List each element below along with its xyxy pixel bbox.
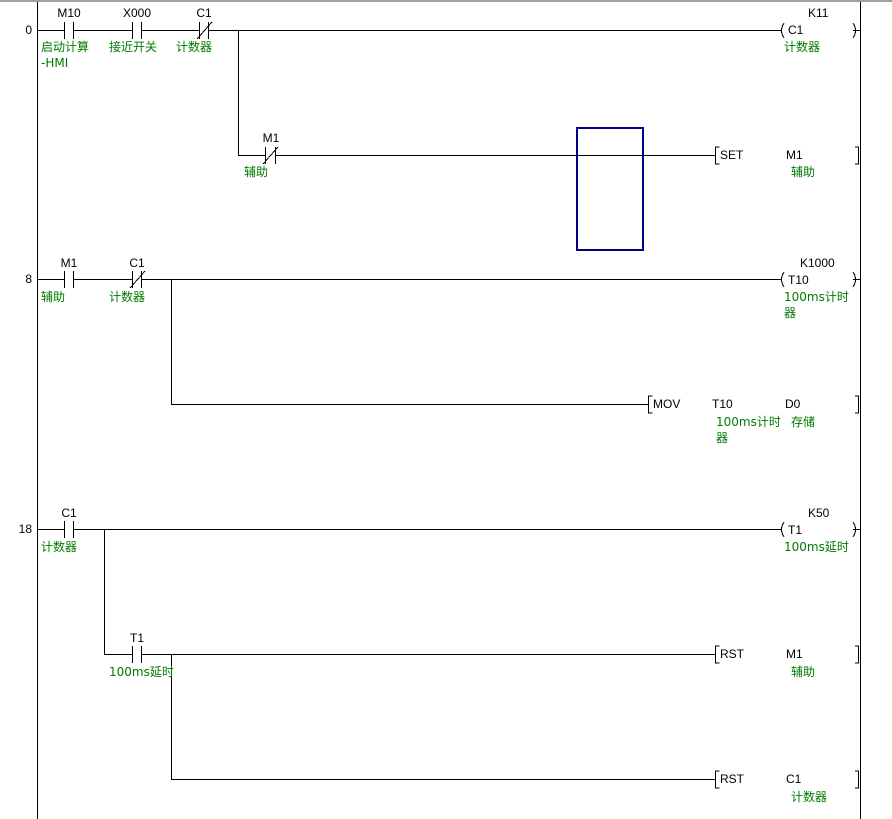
contact-comment: 计数器 bbox=[41, 540, 78, 554]
contact-device[interactable]: M1 bbox=[262, 131, 280, 145]
contact-device[interactable]: C1 bbox=[61, 506, 77, 520]
instr-arg[interactable]: T10 bbox=[712, 397, 733, 411]
instr-comment: 存储 bbox=[791, 415, 816, 429]
contact-comment: 计数器 bbox=[109, 290, 146, 304]
contact-comment: 接近开关 bbox=[109, 40, 158, 54]
step-number: 0 bbox=[25, 23, 32, 37]
contact-device[interactable]: M10 bbox=[57, 6, 81, 20]
coil-device[interactable]: T10 bbox=[788, 273, 809, 287]
instr-op[interactable]: MOV bbox=[653, 397, 681, 411]
contact-m1-nc bbox=[262, 146, 279, 165]
coil-comment: 器 bbox=[784, 306, 797, 320]
instr-op[interactable]: SET bbox=[720, 148, 744, 162]
contact-c1 bbox=[64, 521, 74, 538]
instr-op[interactable]: RST bbox=[720, 772, 744, 786]
contact-m1 bbox=[64, 271, 74, 288]
coil-setpoint[interactable]: K1000 bbox=[800, 256, 835, 270]
instr-brackets bbox=[648, 146, 859, 789]
contact-comment: -HMI bbox=[41, 56, 69, 70]
coil-device[interactable]: C1 bbox=[788, 23, 804, 37]
coil-comment: 计数器 bbox=[784, 40, 821, 54]
rung-8-wire bbox=[37, 279, 781, 405]
contact-comment: 辅助 bbox=[244, 165, 269, 179]
coil-comment: 100ms延时 bbox=[784, 540, 849, 554]
step-number: 18 bbox=[18, 522, 32, 536]
contact-comment: 启动计算 bbox=[41, 40, 90, 54]
contact-device[interactable]: C1 bbox=[196, 6, 212, 20]
contact-c1-nc-2 bbox=[129, 270, 146, 289]
coil-setpoint[interactable]: K50 bbox=[808, 506, 830, 520]
contact-device[interactable]: C1 bbox=[129, 256, 145, 270]
rung-18-wire bbox=[37, 529, 781, 780]
contact-t1 bbox=[132, 646, 142, 663]
contact-comment: 计数器 bbox=[176, 40, 213, 54]
contact-device[interactable]: T1 bbox=[129, 631, 145, 645]
contact-comment: 100ms延时 bbox=[109, 665, 174, 679]
instr-arg[interactable]: D0 bbox=[785, 397, 801, 411]
coil-comment: 100ms计时 bbox=[784, 290, 849, 304]
instr-arg[interactable]: M1 bbox=[786, 148, 803, 162]
instr-comment: 辅助 bbox=[791, 665, 816, 679]
coil-ends bbox=[781, 22, 860, 538]
contact-x000 bbox=[132, 22, 142, 39]
coil-device[interactable]: T1 bbox=[788, 523, 803, 537]
instr-op[interactable]: RST bbox=[720, 647, 744, 661]
contact-device[interactable]: X000 bbox=[122, 6, 152, 20]
contact-comment: 辅助 bbox=[41, 290, 66, 304]
step-number: 8 bbox=[25, 272, 32, 286]
contact-m10 bbox=[64, 22, 74, 39]
rung-0-wire bbox=[37, 30, 781, 156]
cursor-selection bbox=[576, 127, 644, 251]
instr-comment: 器 bbox=[716, 431, 729, 445]
editor-border bbox=[0, 0, 892, 2]
contact-c1-nc bbox=[196, 21, 213, 40]
instr-arg[interactable]: M1 bbox=[786, 647, 803, 661]
contact-device[interactable]: M1 bbox=[60, 256, 78, 270]
instr-comment: 辅助 bbox=[791, 165, 816, 179]
coil-setpoint[interactable]: K11 bbox=[808, 6, 829, 20]
instr-arg[interactable]: C1 bbox=[786, 772, 802, 786]
instr-comment: 100ms计时 bbox=[716, 415, 781, 429]
instr-comment: 计数器 bbox=[791, 790, 828, 804]
